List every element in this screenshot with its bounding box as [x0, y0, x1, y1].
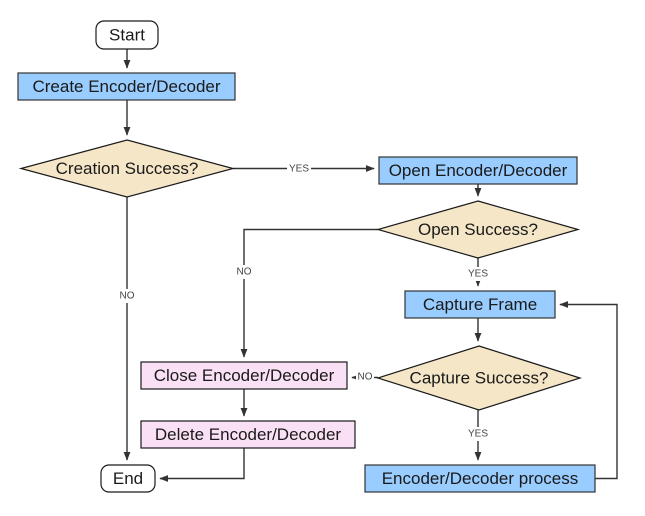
edge-label-backdrop	[235, 265, 253, 279]
node-capture_success[interactable]: Capture Success?	[376, 345, 582, 411]
decision-diamond[interactable]	[18, 139, 236, 198]
edge-path	[240, 228, 378, 358]
edge-label-backdrop	[287, 162, 311, 176]
process-rect[interactable]	[140, 420, 356, 449]
node-process[interactable]: Encoder/Decoder process	[364, 464, 596, 493]
terminal-rounded-rect[interactable]	[100, 464, 156, 493]
edge-e-process-capture-loop	[559, 301, 618, 480]
process-rect[interactable]	[378, 156, 578, 185]
edge-label-backdrop	[118, 289, 136, 303]
edges-layer: YES NO NO YES NO YES	[118, 49, 618, 482]
edge-e-opensuccess-no-close: NO	[235, 228, 378, 358]
edge-label-e-opensuccess-yes-capture: YES	[468, 269, 488, 280]
edge-label-e-creation-no-end: NO	[120, 291, 135, 302]
edge-label-backdrop	[466, 267, 490, 281]
process-rect[interactable]	[17, 72, 236, 101]
node-create[interactable]: Create Encoder/Decoder	[17, 72, 236, 101]
node-creation_success[interactable]: Creation Success?	[18, 139, 236, 198]
edge-path	[559, 301, 618, 480]
edge-path	[159, 448, 245, 482]
process-rect[interactable]	[404, 290, 556, 319]
decision-diamond[interactable]	[375, 200, 581, 259]
node-start[interactable]: Start	[95, 20, 159, 50]
decision-diamond[interactable]	[376, 345, 582, 411]
edge-label-e-capsuccess-yes-process: YES	[468, 429, 488, 440]
node-delete[interactable]: Delete Encoder/Decoder	[140, 420, 356, 449]
edge-label-e-capsuccess-no-close: NO	[358, 372, 373, 383]
edge-label-backdrop	[356, 370, 374, 384]
edge-e-capsuccess-yes-process: YES	[466, 410, 490, 461]
terminal-rounded-rect[interactable]	[95, 20, 159, 50]
edge-label-e-creation-yes-open: YES	[289, 164, 309, 175]
process-rect[interactable]	[364, 464, 596, 493]
node-end[interactable]: End	[100, 464, 156, 493]
edge-label-e-opensuccess-no-close: NO	[237, 267, 252, 278]
edge-e-delete-end	[159, 448, 245, 482]
edge-e-creation-yes-open: YES	[233, 162, 375, 176]
process-rect[interactable]	[140, 361, 348, 390]
node-capture[interactable]: Capture Frame	[404, 290, 556, 319]
edge-e-opensuccess-yes-capture: YES	[466, 258, 490, 287]
edge-label-backdrop	[466, 427, 490, 441]
node-open_success[interactable]: Open Success?	[375, 200, 581, 259]
node-close[interactable]: Close Encoder/Decoder	[140, 361, 348, 390]
node-open[interactable]: Open Encoder/Decoder	[378, 156, 578, 185]
edge-e-creation-no-end: NO	[118, 197, 136, 461]
edge-e-capsuccess-no-close: NO	[351, 370, 378, 384]
